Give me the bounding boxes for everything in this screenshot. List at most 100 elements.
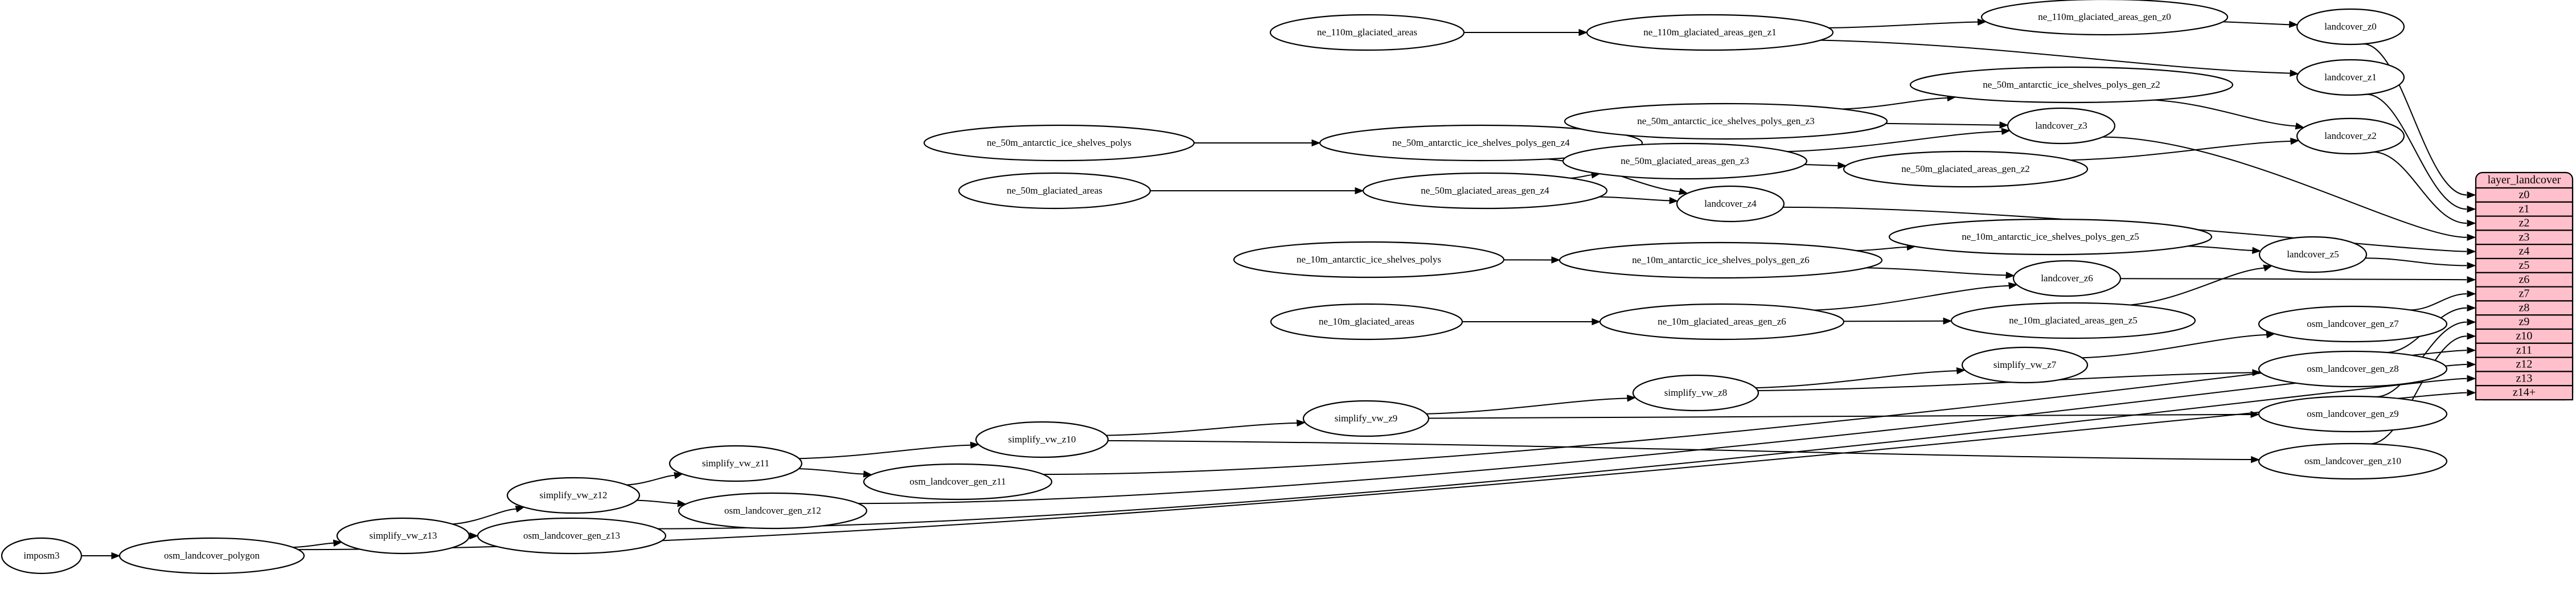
node-simplify_vw_z13[interactable]: simplify_vw_z13	[336, 517, 470, 555]
node-label: osm_landcover_gen_z13	[523, 530, 620, 541]
node-label: imposm3	[23, 550, 59, 561]
edge-landcover_z3-to-table_z3	[2102, 136, 2476, 241]
node-ne_110m_glaciated_areas[interactable]: ne_110m_glaciated_areas	[1269, 14, 1465, 51]
node-label: simplify_vw_z7	[1993, 359, 2057, 370]
node-label: landcover_z0	[2324, 21, 2377, 32]
edge-ne_110m_glaciated_areas_gen_z0-to-landcover_z0	[2223, 20, 2299, 28]
node-ne_110m_glaciated_areas_gen_z1[interactable]: ne_110m_glaciated_areas_gen_z1	[1586, 14, 1834, 51]
node-simplify_vw_z8[interactable]: simplify_vw_z8	[1632, 374, 1759, 412]
node-ne_50m_antarctic_ice_shelves_polys_gen_z3[interactable]: ne_50m_antarctic_ice_shelves_polys_gen_z…	[1564, 102, 1888, 140]
table-row-z13[interactable]: z13	[2475, 371, 2574, 387]
node-ne_110m_glaciated_areas_gen_z0[interactable]: ne_110m_glaciated_areas_gen_z0	[1980, 0, 2229, 36]
node-osm_landcover_gen_z9[interactable]: osm_landcover_gen_z9	[2258, 395, 2448, 433]
node-label: ne_50m_glaciated_areas_gen_z3	[1621, 155, 1749, 166]
node-ne_50m_glaciated_areas_gen_z3[interactable]: ne_50m_glaciated_areas_gen_z3	[1562, 142, 1808, 180]
edge-ne_110m_glaciated_areas_gen_z1-to-landcover_z1	[1820, 39, 2299, 77]
node-label: simplify_vw_z11	[702, 458, 769, 469]
table-row-z2[interactable]: z2	[2475, 215, 2574, 231]
table-row-z7[interactable]: z7	[2475, 286, 2574, 302]
node-landcover_z5[interactable]: landcover_z5	[2258, 236, 2368, 273]
node-ne_50m_glaciated_areas[interactable]: ne_50m_glaciated_areas	[958, 172, 1151, 210]
edge-landcover_z1-to-table_z1	[2366, 93, 2476, 213]
node-osm_landcover_gen_z10[interactable]: osm_landcover_gen_z10	[2258, 442, 2448, 480]
edge-ne_10m_glaciated_areas_gen_z6-to-landcover_z6	[1814, 282, 2018, 311]
node-label: ne_110m_glaciated_areas_gen_z0	[2038, 11, 2171, 22]
node-label: simplify_vw_z13	[370, 530, 437, 541]
svg-text:z0: z0	[2519, 188, 2530, 201]
node-label: ne_50m_antarctic_ice_shelves_polys_gen_z…	[1392, 137, 1570, 148]
node-ne_10m_glaciated_areas_gen_z6[interactable]: ne_10m_glaciated_areas_gen_z6	[1599, 303, 1845, 341]
node-osm_landcover_gen_z7[interactable]: osm_landcover_gen_z7	[2258, 305, 2448, 343]
edge-simplify_vw_z9-to-simplify_vw_z8	[1426, 395, 1636, 415]
node-landcover_z3[interactable]: landcover_z3	[2007, 107, 2116, 145]
table-row-z3[interactable]: z3	[2475, 229, 2574, 245]
table-row-z1[interactable]: z1	[2475, 201, 2574, 217]
edge-simplify_vw_z13-to-osm_landcover_gen_z13	[469, 532, 479, 540]
table-row-z6[interactable]: z6	[2475, 272, 2574, 288]
node-simplify_vw_z11[interactable]: simplify_vw_z11	[668, 445, 803, 482]
table-row-z12[interactable]: z12	[2475, 356, 2574, 372]
node-ne_50m_antarctic_ice_shelves_polys[interactable]: ne_50m_antarctic_ice_shelves_polys	[923, 124, 1195, 162]
node-ne_50m_glaciated_areas_gen_z4[interactable]: ne_50m_glaciated_areas_gen_z4	[1362, 172, 1608, 210]
node-simplify_vw_z10[interactable]: simplify_vw_z10	[975, 421, 1109, 458]
table-row-z0[interactable]: z0	[2475, 187, 2574, 203]
node-osm_landcover_gen_z8[interactable]: osm_landcover_gen_z8	[2258, 350, 2448, 388]
node-simplify_vw_z9[interactable]: simplify_vw_z9	[1302, 400, 1430, 437]
table-row-z10[interactable]: z10	[2475, 328, 2574, 344]
edge-ne_50m_antarctic_ice_shelves_polys-to-ne_50m_antarctic_ice_shelves_polys_gen_z4	[1194, 139, 1321, 147]
node-label: osm_landcover_polygon	[164, 550, 260, 561]
node-label: ne_50m_glaciated_areas_gen_z2	[1901, 163, 2030, 174]
table-row-z8[interactable]: z8	[2475, 300, 2574, 316]
node-imposm3[interactable]: imposm3	[1, 537, 83, 575]
edge-ne_10m_glaciated_areas_gen_z5-to-landcover_z5	[2130, 264, 2273, 306]
node-label: landcover_z2	[2324, 130, 2377, 141]
edge-simplify_vw_z10-to-osm_landcover_gen_z10	[1107, 440, 2261, 464]
node-label: osm_landcover_gen_z9	[2307, 408, 2398, 419]
svg-text:z1: z1	[2519, 203, 2530, 215]
node-landcover_z6[interactable]: landcover_z6	[2012, 260, 2122, 297]
node-osm_landcover_gen_z11[interactable]: osm_landcover_gen_z11	[863, 463, 1053, 501]
table-row-z5[interactable]: z5	[2475, 257, 2574, 273]
svg-text:z8: z8	[2519, 301, 2530, 314]
svg-text:layer_landcover: layer_landcover	[2488, 174, 2561, 186]
node-ne_10m_antarctic_ice_shelves_polys_gen_z5[interactable]: ne_10m_antarctic_ice_shelves_polys_gen_z…	[1888, 218, 2213, 256]
node-label: landcover_z4	[1704, 198, 1757, 209]
node-label: osm_landcover_gen_z7	[2307, 318, 2399, 329]
node-ne_50m_glaciated_areas_gen_z2[interactable]: ne_50m_glaciated_areas_gen_z2	[1843, 150, 2089, 188]
node-label: ne_110m_glaciated_areas	[1317, 27, 1417, 38]
node-landcover_z0[interactable]: landcover_z0	[2296, 8, 2405, 46]
node-label: landcover_z3	[2035, 120, 2087, 131]
node-simplify_vw_z12[interactable]: simplify_vw_z12	[506, 477, 641, 514]
node-ne_10m_antarctic_ice_shelves_polys[interactable]: ne_10m_antarctic_ice_shelves_polys	[1233, 241, 1505, 278]
node-landcover_z1[interactable]: landcover_z1	[2296, 59, 2405, 96]
node-osm_landcover_gen_z12[interactable]: osm_landcover_gen_z12	[678, 492, 868, 530]
edge-ne_10m_antarctic_ice_shelves_polys_gen_z5-to-landcover_z5	[2188, 245, 2262, 255]
edge-landcover_z6-to-table_z6	[2120, 276, 2476, 284]
table-row-z11[interactable]: z11	[2475, 342, 2574, 358]
edge-osm_landcover_polygon-to-simplify_vw_z13	[293, 539, 343, 548]
node-label: osm_landcover_gen_z8	[2307, 363, 2398, 374]
node-simplify_vw_z7[interactable]: simplify_vw_z7	[1961, 346, 2089, 384]
node-label: osm_landcover_gen_z10	[2304, 456, 2401, 466]
node-landcover_z2[interactable]: landcover_z2	[2296, 117, 2405, 155]
node-ne_10m_antarctic_ice_shelves_polys_gen_z6[interactable]: ne_10m_antarctic_ice_shelves_polys_gen_z…	[1558, 241, 1883, 279]
svg-text:z7: z7	[2519, 288, 2530, 300]
edge-ne_10m_glaciated_areas_gen_z6-to-ne_10m_glaciated_areas_gen_z5	[1843, 317, 1952, 325]
edge-ne_110m_glaciated_areas_gen_z1-to-ne_110m_glaciated_areas_gen_z0	[1828, 18, 1987, 28]
svg-text:z13: z13	[2516, 372, 2533, 384]
node-osm_landcover_gen_z13[interactable]: osm_landcover_gen_z13	[477, 517, 667, 555]
svg-text:z6: z6	[2519, 273, 2530, 286]
table-row-z4[interactable]: z4	[2475, 244, 2574, 260]
node-ne_50m_antarctic_ice_shelves_polys_gen_z2[interactable]: ne_50m_antarctic_ice_shelves_polys_gen_z…	[1909, 66, 2234, 104]
node-ne_10m_glaciated_areas[interactable]: ne_10m_glaciated_areas	[1270, 303, 1463, 341]
edge-ne_50m_glaciated_areas_gen_z3-to-landcover_z3	[1787, 128, 2011, 153]
layer-landcover-table: layer_landcoverz0z1z2z3z4z5z6z7z8z9z10z1…	[2475, 171, 2574, 401]
table-row-z9[interactable]: z9	[2475, 314, 2574, 330]
node-ne_10m_glaciated_areas_gen_z5[interactable]: ne_10m_glaciated_areas_gen_z5	[1950, 302, 2196, 339]
svg-text:z3: z3	[2519, 231, 2530, 243]
node-landcover_z4[interactable]: landcover_z4	[1676, 185, 1785, 223]
node-ne_50m_antarctic_ice_shelves_polys_gen_z4[interactable]: ne_50m_antarctic_ice_shelves_polys_gen_z…	[1319, 124, 1643, 162]
node-osm_landcover_polygon[interactable]: osm_landcover_polygon	[118, 537, 305, 575]
node-label: ne_50m_antarctic_ice_shelves_polys_gen_z…	[1983, 79, 2160, 90]
table-row-z14plus[interactable]: z14+	[2475, 385, 2574, 401]
